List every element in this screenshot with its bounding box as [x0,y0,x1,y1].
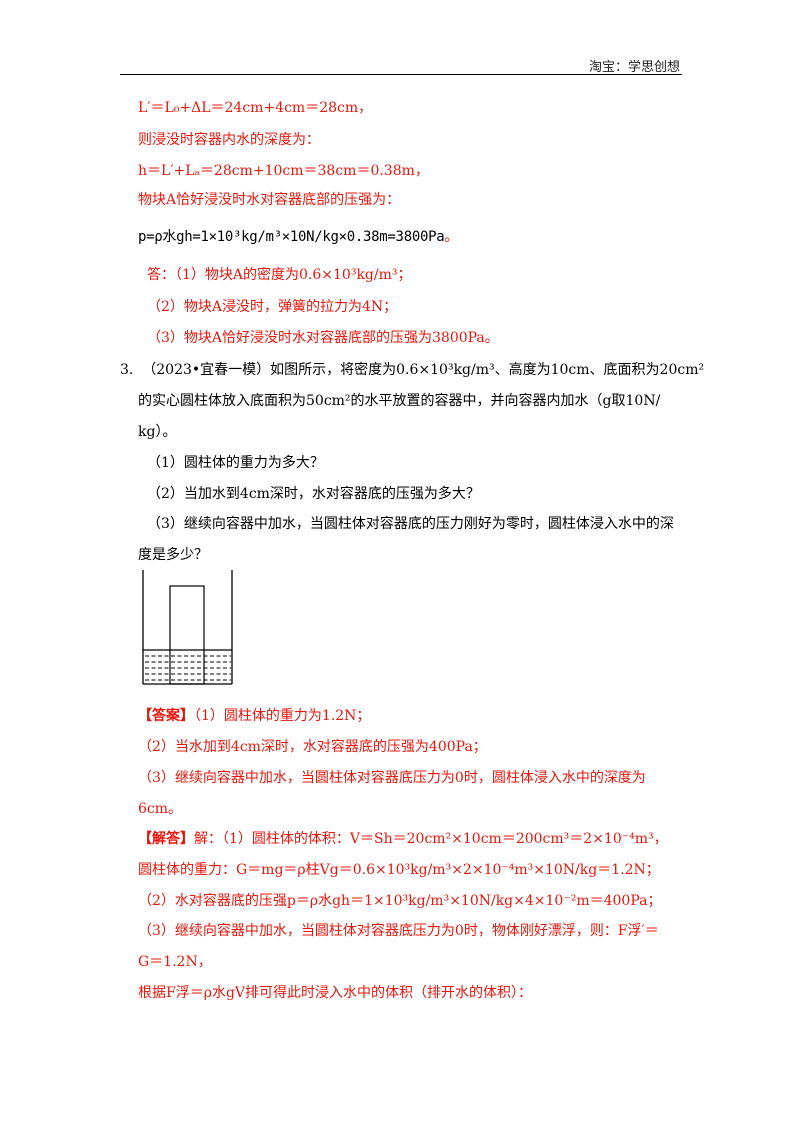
solution-line: h＝L′+Lₐ＝28cm+10cm＝38cm＝0.38m， [138,163,429,179]
final-answer-line: 答：（1）物块A的密度为0.6×10³kg/m³； [147,265,690,285]
analysis-step-5: 根据F浮＝ρ水gV排可得此时浸入水中的体积（排开水的体积）： [138,985,533,1001]
question-line-1: 3. （2023•宜春一模）如图所示，将密度为0.6×10³kg/m³、高度为1… [120,360,704,380]
answer-label: 【答案】 [138,708,194,724]
analysis-step-2: 圆柱体的重力：G＝mg＝ρ柱Vg＝0.6×10³kg/m³×2×10⁻⁴m³×1… [138,862,660,878]
final-answer-1: （1）物块A的密度为0.6×10³kg/m³； [175,267,412,283]
final-answer-label: 答： [147,267,175,283]
analysis-step-3: （2）水对容器底的压强p＝ρ水gh＝1×10³kg/m³×10N/kg×4×10… [138,893,662,909]
header-rule [120,74,682,75]
question-number: 3. [120,362,134,378]
sub-question-1: （1）圆柱体的重力为多大？ [147,455,324,471]
final-answer-3: （3）物块A恰好浸没时水对容器底部的压强为3800Pa。 [147,330,499,346]
question-line-2: 的实心圆柱体放入底面积为50cm²的水平放置的容器中，并向容器内加水（g取10N… [138,393,661,409]
answer-2: （2）当水加到4cm深时，水对容器底的压强为400Pa； [138,739,487,755]
answer-3-cont: 6cm。 [138,801,183,817]
sub-question-2: （2）当加水到4cm深时，水对容器底的压强为多大？ [147,486,480,502]
analysis-line-1: 【解答】解：（1）圆柱体的体积：V＝Sh＝20cm²×10cm＝200cm³＝2… [138,829,690,849]
analysis-step-4-cont: G＝1.2N， [138,954,212,970]
container-cylinder-diagram [142,570,233,685]
formula-end: 。 [444,229,459,245]
solution-line: 则浸没时容器内水的深度为： [138,132,320,148]
analysis-step-4: （3）继续向容器中加水，当圆柱体对容器底压力为0时，物体刚好漂浮，则：F浮′＝ [138,923,659,939]
solution-line: L′＝L₀+ΔL＝24cm+4cm＝28cm， [138,100,373,116]
question-line-3: kg）。 [138,424,177,440]
final-answer-2: （2）物块A浸没时，弹簧的拉力为4N； [147,299,398,315]
answer-line-1: 【答案】（1）圆柱体的重力为1.2N； [138,706,690,726]
question-text: （2023•宜春一模）如图所示，将密度为0.6×10³kg/m³、高度为10cm… [142,362,705,378]
formula-text: p=ρ水gh=1×10³kg/m³×10N/kg×0.38m=3800Pa [138,229,445,245]
analysis-step-1: 解：（1）圆柱体的体积：V＝Sh＝20cm²×10cm＝200cm³＝2×10⁻… [194,831,668,847]
analysis-label: 【解答】 [138,831,194,847]
solution-line: 物块A恰好浸没时水对容器底部的压强为： [138,192,401,208]
sub-question-3-cont: 度是多少？ [138,547,208,563]
answer-3: （3）继续向容器中加水，当圆柱体对容器底压力为0时，圆柱体浸入水中的深度为 [138,770,646,786]
sub-question-3: （3）继续向容器中加水，当圆柱体对容器底的压力刚好为零时，圆柱体浸入水中的深 [147,516,674,532]
pressure-formula: p=ρ水gh=1×10³kg/m³×10N/kg×0.38m=3800Pa。 [138,226,458,246]
header-shop-name: 淘宝：学思创想 [588,60,680,75]
answer-1: （1）圆柱体的重力为1.2N； [194,708,371,724]
